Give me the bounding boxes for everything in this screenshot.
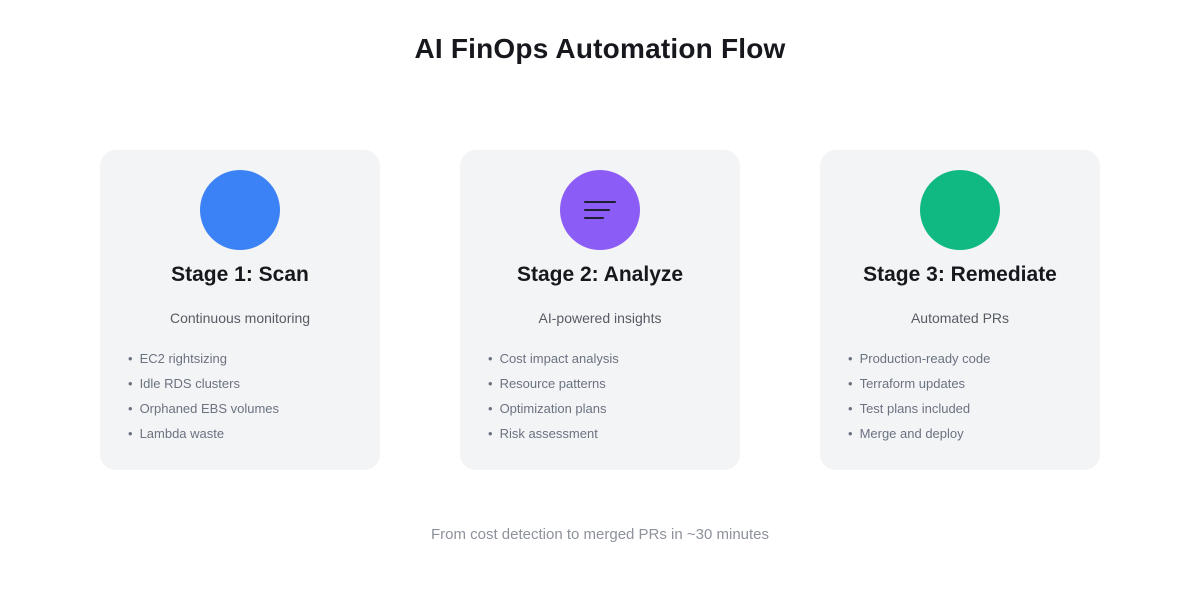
bullet-marker: •: [488, 426, 493, 441]
line-glyph: [584, 201, 616, 203]
bullet-item: • EC2 rightsizing: [128, 346, 370, 371]
bullet-marker: •: [128, 401, 133, 416]
bullet-text: Optimization plans: [499, 401, 607, 416]
bullet-text: Risk assessment: [499, 426, 598, 441]
analyze-lines-icon: [584, 201, 616, 219]
bullet-item: • Resource patterns: [488, 371, 730, 396]
bullet-text: Test plans included: [859, 401, 971, 416]
line-glyph: [584, 217, 604, 219]
bullet-item: • Lambda waste: [128, 421, 370, 446]
bullet-item: • Terraform updates: [848, 371, 1090, 396]
bullet-item: • Optimization plans: [488, 396, 730, 421]
stage-title: Stage 2: Analyze: [516, 263, 684, 286]
stage-bullet-list: • EC2 rightsizing • Idle RDS clusters • Orp…: [100, 346, 380, 446]
stage-bullet-list: • Cost impact analysis • Resource patterns…: [460, 346, 740, 446]
bullet-text: Merge and deploy: [859, 426, 964, 441]
line-glyph: [584, 209, 610, 211]
bullet-marker: •: [128, 426, 133, 441]
footer-caption: From cost detection to merged PRs in ~30…: [430, 526, 770, 543]
stage-subtitle: Automated PRs: [910, 310, 1010, 326]
bullet-item: • Cost impact analysis: [488, 346, 730, 371]
analyze-circle-icon: [560, 170, 640, 250]
bullet-item: • Risk assessment: [488, 421, 730, 446]
bullet-item: • Test plans included: [848, 396, 1090, 421]
stage-bullet-list: • Production-ready code • Terraform update…: [820, 346, 1100, 446]
bullet-text: Terraform updates: [859, 376, 966, 391]
bullet-text: Lambda waste: [139, 426, 225, 441]
bullet-marker: •: [128, 351, 133, 366]
scan-circle-icon: [200, 170, 280, 250]
bullet-item: • Idle RDS clusters: [128, 371, 370, 396]
bullet-text: Cost impact analysis: [499, 351, 619, 366]
bullet-item: • Orphaned EBS volumes: [128, 396, 370, 421]
bullet-item: • Merge and deploy: [848, 421, 1090, 446]
stage-subtitle: AI-powered insights: [538, 310, 662, 326]
stage-cards-row: Stage 1: Scan Continuous monitoring • EC2…: [0, 150, 1200, 470]
remediate-circle-icon: [920, 170, 1000, 250]
stage-title: Stage 3: Remediate: [863, 263, 1057, 286]
bullet-marker: •: [848, 426, 853, 441]
bullet-text: Idle RDS clusters: [139, 376, 240, 391]
bullet-marker: •: [848, 401, 853, 416]
bullet-text: Resource patterns: [499, 376, 606, 391]
stage-subtitle: Continuous monitoring: [169, 310, 311, 326]
bullet-marker: •: [128, 376, 133, 391]
stage-card-remediate: Stage 3: Remediate Automated PRs • Produc…: [820, 150, 1100, 470]
bullet-marker: •: [488, 401, 493, 416]
bullet-text: Orphaned EBS volumes: [139, 401, 280, 416]
stage-card-scan: Stage 1: Scan Continuous monitoring • EC2…: [100, 150, 380, 470]
bullet-marker: •: [848, 351, 853, 366]
bullet-marker: •: [488, 351, 493, 366]
stage-title: Stage 1: Scan: [171, 263, 309, 286]
bullet-marker: •: [848, 376, 853, 391]
stage-card-analyze: Stage 2: Analyze AI-powered insights • Co…: [460, 150, 740, 470]
bullet-text: Production-ready code: [859, 351, 991, 366]
bullet-text: EC2 rightsizing: [139, 351, 227, 366]
page-title: AI FinOps Automation Flow: [414, 33, 786, 64]
bullet-item: • Production-ready code: [848, 346, 1090, 371]
bullet-marker: •: [488, 376, 493, 391]
